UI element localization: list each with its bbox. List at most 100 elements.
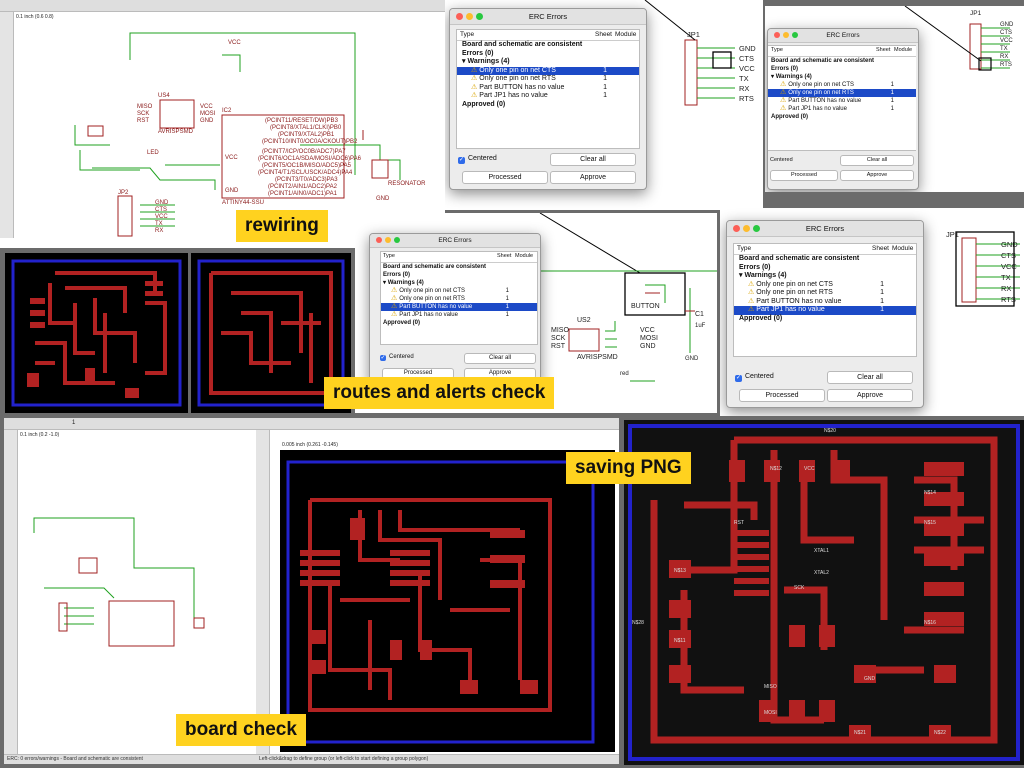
centered-checkbox[interactable]: ✓Centered <box>380 354 414 361</box>
erc-warnings[interactable]: ▾ Warnings (4) <box>383 280 424 286</box>
clear-all-button[interactable]: Clear all <box>827 371 913 384</box>
minimize-icon[interactable] <box>783 32 789 38</box>
zoom-icon[interactable] <box>476 13 483 20</box>
us2-label: US2 <box>577 317 591 324</box>
col-sheet[interactable]: Sheet <box>872 245 889 252</box>
close-icon[interactable] <box>774 32 780 38</box>
erc-approved[interactable]: Approved (0) <box>771 114 809 120</box>
pcb-canvas[interactable] <box>280 450 615 752</box>
erc-approved[interactable]: Approved (0) <box>383 320 421 326</box>
close-icon[interactable] <box>376 237 382 243</box>
clear-all-button[interactable]: Clear all <box>464 353 536 364</box>
us2-avr-label: AVRISPSMD <box>577 354 618 361</box>
erc-warning-label: Part BUTTON has no value <box>399 304 473 310</box>
erc-consistent[interactable]: Board and schematic are consistent <box>771 58 875 64</box>
erc-errors[interactable]: Errors (0) <box>739 263 771 271</box>
erc-warnings[interactable]: ▾ Warnings (4) <box>771 74 812 80</box>
erc-warning-label: Part BUTTON has no value <box>756 297 842 305</box>
approve-button[interactable]: Approve <box>840 170 914 181</box>
erc-warnings-label: Warnings (4) <box>744 272 787 279</box>
layer-select[interactable]: 1 <box>72 420 76 426</box>
erc-consistent[interactable]: Board and schematic are consistent <box>739 255 860 262</box>
tool-palette <box>4 430 18 754</box>
erc-warning-label: Part JP1 has no value <box>399 312 458 318</box>
pcb-label-rst: RST <box>734 520 744 526</box>
erc-consistent[interactable]: Board and schematic are consistent <box>383 264 487 270</box>
close-icon[interactable] <box>456 13 463 20</box>
col-sheet[interactable]: Sheet <box>876 47 891 53</box>
col-type[interactable]: Type <box>383 253 395 259</box>
centered-label[interactable]: Centered <box>770 157 793 163</box>
processed-button[interactable]: Processed <box>462 171 548 184</box>
centered-checkbox[interactable]: ✓Centered <box>458 155 497 164</box>
col-sheet[interactable]: Sheet <box>595 31 612 38</box>
erc-consistent[interactable]: Board and schematic are consistent <box>462 41 583 48</box>
erc-approved[interactable]: Approved (0) <box>462 100 506 108</box>
erc-warning-label: Part JP1 has no value <box>479 92 548 99</box>
erc-errors[interactable]: Errors (0) <box>771 66 799 72</box>
col-module[interactable]: Module <box>615 31 637 38</box>
erc-approved[interactable]: Approved (0) <box>739 314 783 322</box>
clear-all-button[interactable]: Clear all <box>840 155 914 166</box>
minimize-icon[interactable] <box>743 225 750 232</box>
approve-button[interactable]: Approve <box>827 389 913 402</box>
col-sheet[interactable]: Sheet <box>497 253 512 259</box>
approve-button[interactable]: Approve <box>550 171 636 184</box>
erc-warning-label: Only one pin on net CTS <box>756 280 833 288</box>
processed-button[interactable]: Processed <box>739 389 825 402</box>
minimize-icon[interactable] <box>466 13 473 20</box>
erc-errors[interactable]: Errors (0) <box>462 49 494 57</box>
erc-warning-count: 1 <box>890 106 894 112</box>
processed-button[interactable]: Processed <box>770 170 838 181</box>
pcb-label-vcc: VCC <box>804 466 815 472</box>
erc-errors[interactable]: Errors (0) <box>383 272 411 278</box>
chip-pin-2: (PCINT9/XTAL2)PB1 <box>278 132 335 138</box>
erc-warnings[interactable]: ▾ Warnings (4) <box>462 58 510 65</box>
status-bar-left: ERC: 0 errors/warnings - Board and schem… <box>4 754 256 764</box>
erc-titlebar: ERC Errors <box>768 29 918 43</box>
centered-checkbox[interactable]: ✓Centered <box>735 373 774 382</box>
clear-all-button[interactable]: Clear all <box>550 153 636 166</box>
col-type[interactable]: Type <box>771 47 783 53</box>
col-type[interactable]: Type <box>737 245 752 252</box>
zoom-icon[interactable] <box>394 237 400 243</box>
pcb-traces-panel <box>5 253 188 413</box>
minimize-icon[interactable] <box>385 237 391 243</box>
close-icon[interactable] <box>733 225 740 232</box>
pcb-label-n22: N$22 <box>934 730 946 736</box>
col-type[interactable]: Type <box>460 31 475 38</box>
zoom-icon[interactable] <box>753 225 760 232</box>
col-module[interactable]: Module <box>894 47 913 53</box>
zoom-icon[interactable] <box>792 32 798 38</box>
jp2-pin-1: CTS <box>155 207 167 213</box>
chip-ic2-label: IC2 <box>222 108 232 114</box>
col-module[interactable]: Module <box>892 245 914 252</box>
chip-pin-10: (PCINT1/AIN0/ADC1)PA1 <box>268 191 337 197</box>
erc-warning-count: 1 <box>603 66 607 74</box>
erc-warnings[interactable]: ▾ Warnings (4) <box>739 272 787 279</box>
jp1-connector-drawing-2 <box>904 6 1010 71</box>
col-module[interactable]: Module <box>515 253 534 259</box>
